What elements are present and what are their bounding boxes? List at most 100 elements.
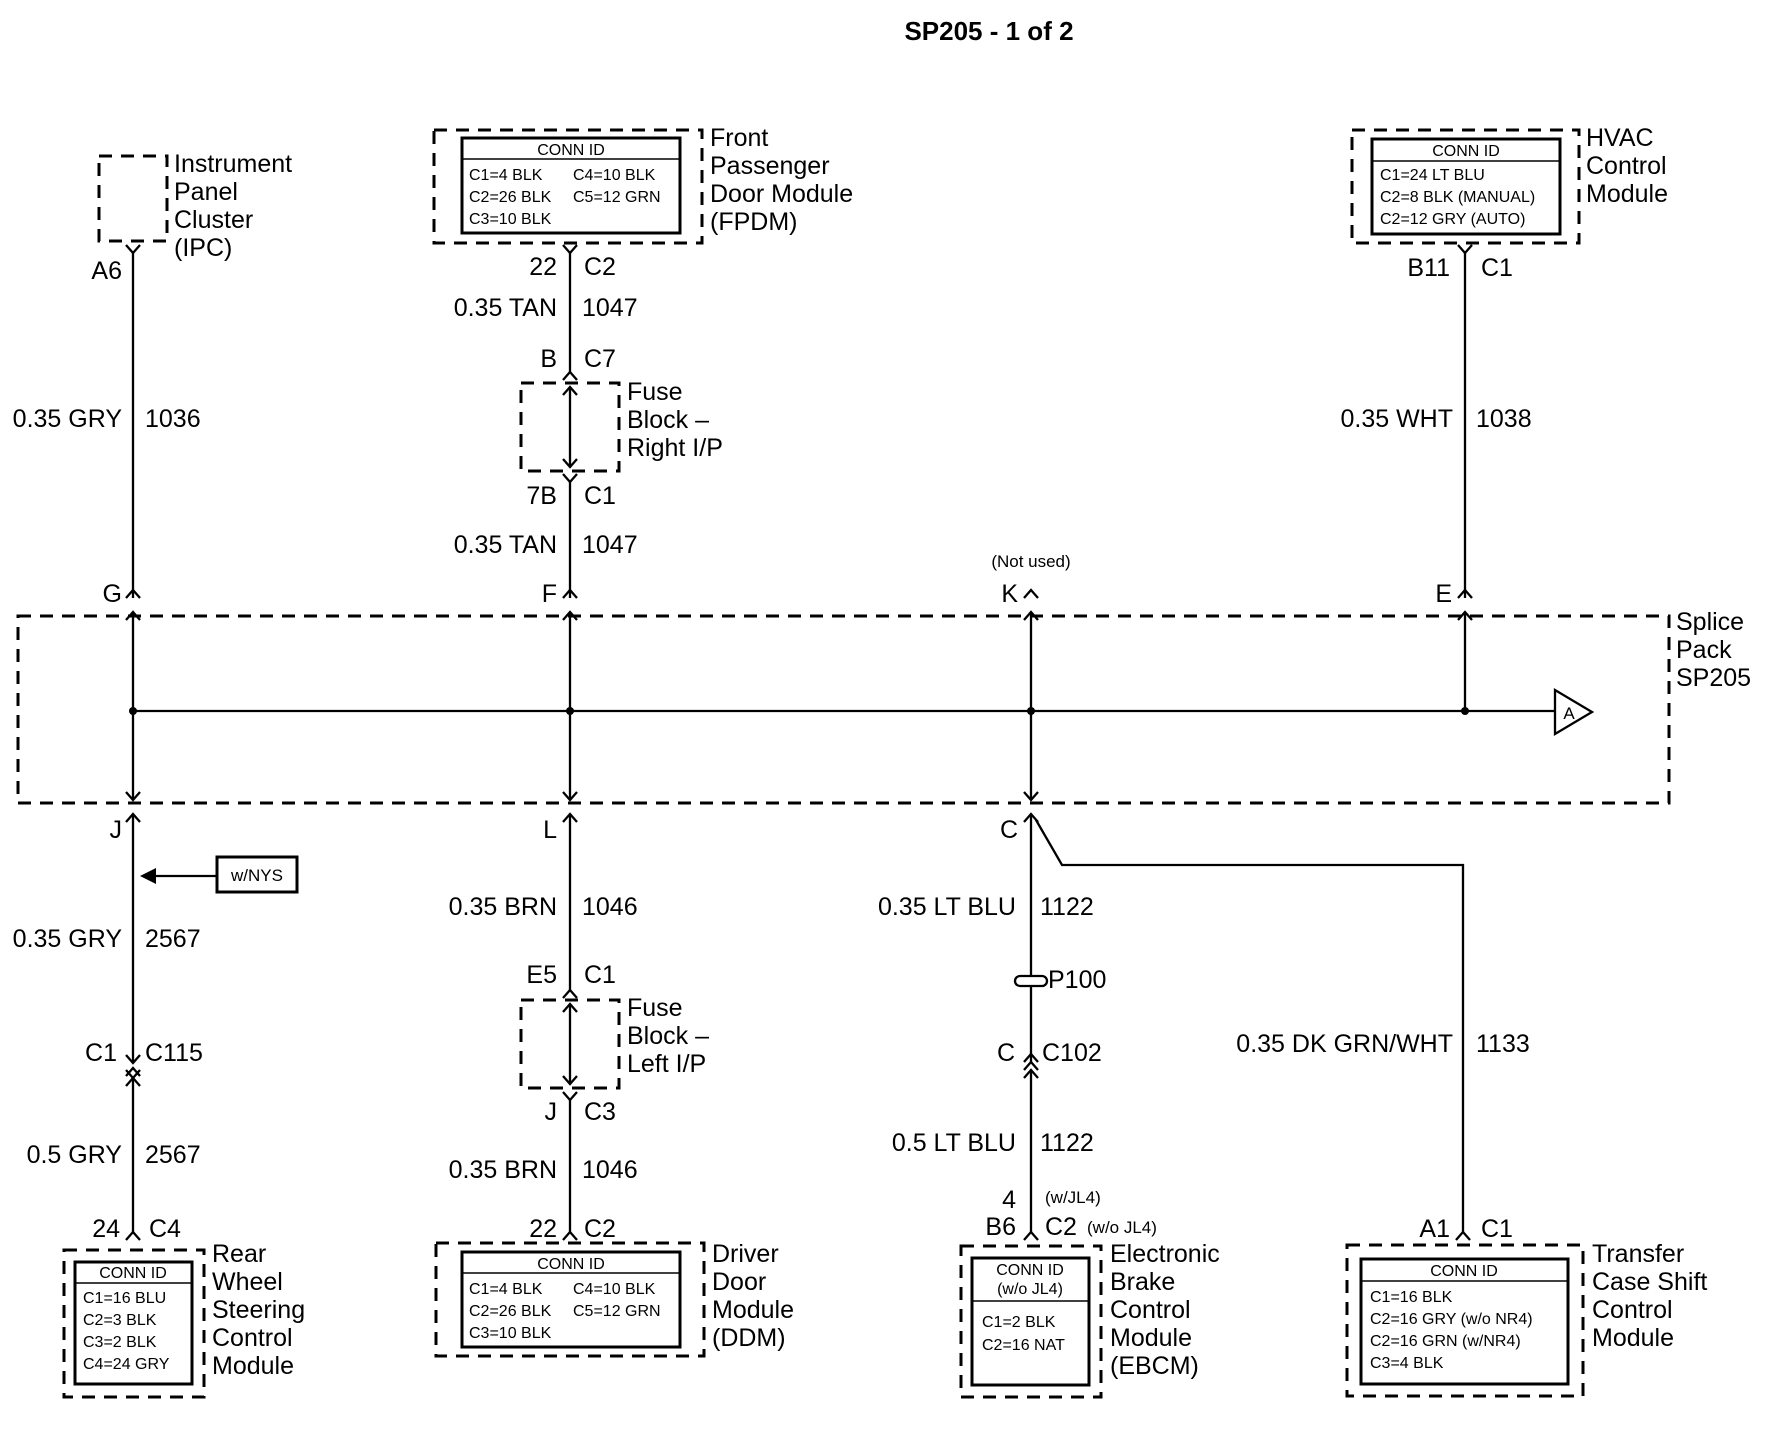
tcscm-label-1: Transfer	[1592, 1240, 1684, 1268]
fuse-block-left-ip: Fuse Block – Left I/P	[519, 994, 709, 1090]
ddm-fuse-in-conn: C1	[584, 961, 616, 989]
rwsc-label-4: Control	[212, 1324, 293, 1352]
ddm-conn-c2: C2=26 BLK	[469, 1303, 552, 1320]
rwsc-label-5: Module	[212, 1352, 294, 1380]
splice-pin-f: F	[542, 580, 557, 608]
ebcm-label-5: (EBCM)	[1110, 1352, 1199, 1380]
rwsc-conn-row-4: C4=24 GRY	[83, 1356, 170, 1373]
hvac-conn-row-3: C2=12 GRY (AUTO)	[1380, 211, 1525, 228]
ebcm-wire2-color: 0.5 LT BLU	[892, 1129, 1016, 1157]
hvac-control-module: CONN ID C1=24 LT BLU C2=8 BLK (MANUAL) C…	[1350, 124, 1668, 245]
instrument-panel-cluster: Instrument Panel Cluster (IPC)	[97, 150, 292, 262]
fuse-left-label-2: Block –	[627, 1022, 709, 1050]
rwsc-inline-conn: C115	[145, 1039, 203, 1067]
ebcm-connector: C2	[1045, 1213, 1077, 1241]
rwsc-wire1-color: 0.35 GRY	[13, 925, 123, 953]
ddm-conn-c3: C3=10 BLK	[469, 1325, 552, 1342]
ddm-conn-c4: C4=10 BLK	[573, 1281, 656, 1298]
hvac-circuit: 1038	[1476, 405, 1532, 433]
ebcm-conn-id-note: (w/o JL4)	[997, 1281, 1063, 1298]
ebcm-pin-a: 4	[1002, 1186, 1016, 1214]
wnys-label: w/NYS	[230, 866, 283, 885]
hvac-conn-row-1: C1=24 LT BLU	[1380, 167, 1485, 184]
ebcm-circuit1: 1122	[1040, 893, 1094, 921]
rwsc-connector: C4	[149, 1215, 181, 1243]
ipc-pin: A6	[91, 257, 122, 285]
ebcm-label-4: Module	[1110, 1324, 1192, 1352]
fpdm-pin: 22	[529, 253, 557, 281]
passthrough-p100-icon	[1013, 974, 1049, 988]
tcscm-conn-row-2: C2=16 GRY (w/o NR4)	[1370, 1311, 1533, 1328]
ipc-wire-color: 0.35 GRY	[13, 405, 123, 433]
rwsc-circuit1: 2567	[145, 925, 201, 953]
tcscm-wire-color: 0.35 DK GRN/WHT	[1236, 1030, 1453, 1058]
splice-pin-j: J	[110, 816, 123, 844]
electronic-brake-control-module: CONN ID (w/o JL4) C1=2 BLK C2=16 NAT Ele…	[959, 1240, 1220, 1399]
ipc-label-3: Cluster	[174, 206, 253, 234]
ddm-label-4: (DDM)	[712, 1324, 786, 1352]
ddm-fuse-in-pin: E5	[526, 961, 557, 989]
rwsc-label-1: Rear	[212, 1240, 266, 1268]
splice-pin-g: G	[103, 580, 122, 608]
ebcm-conn-row-2: C2=16 NAT	[982, 1337, 1065, 1354]
fpdm-conn-c2: C2=26 BLK	[469, 189, 552, 206]
hvac-pin: B11	[1407, 254, 1450, 282]
ebcm-conn-id-heading: CONN ID	[996, 1262, 1064, 1279]
fuse-right-label-2: Block –	[627, 406, 709, 434]
splice-pin-e: E	[1435, 580, 1452, 608]
arrow-left-icon	[140, 868, 156, 884]
fpdm-label-1: Front	[710, 124, 768, 152]
fpdm-circuit2: 1047	[582, 531, 638, 559]
rwsc-inline-pin: C1	[85, 1039, 117, 1067]
tcscm-pin: A1	[1419, 1215, 1450, 1243]
rwsc-conn-row-2: C2=3 BLK	[83, 1312, 157, 1329]
fpdm-conn-c3: C3=10 BLK	[469, 211, 552, 228]
ebcm-wire1-color: 0.35 LT BLU	[878, 893, 1016, 921]
hvac-label-1: HVAC	[1586, 124, 1654, 152]
fuse-block-right-ip: Fuse Block – Right I/P	[519, 378, 723, 473]
ebcm-conn-row-1: C1=2 BLK	[982, 1314, 1056, 1331]
rear-wheel-steering-control-module: CONN ID C1=16 BLU C2=3 BLK C3=2 BLK C4=2…	[62, 1240, 305, 1399]
ebcm-pin-b: B6	[985, 1213, 1016, 1241]
ddm-pin: 22	[529, 1215, 557, 1243]
hvac-conn-id-heading: CONN ID	[1432, 143, 1500, 160]
ddm-connector: C2	[584, 1215, 616, 1243]
fpdm-conn-c4: C4=10 BLK	[573, 167, 656, 184]
ipc-label-2: Panel	[174, 178, 238, 206]
fpdm-wire2-color: 0.35 TAN	[454, 531, 557, 559]
ddm-label-2: Door	[712, 1268, 766, 1296]
ebcm-inline-conn: C102	[1042, 1039, 1102, 1067]
wnys-option-note: w/NYS	[140, 855, 299, 894]
tcscm-circuit: 1133	[1476, 1030, 1530, 1058]
tcscm-conn-row-1: C1=16 BLK	[1370, 1289, 1453, 1306]
splice-pack-label-3: SP205	[1676, 664, 1751, 692]
hvac-label-3: Module	[1586, 180, 1668, 208]
fpdm-wire1-color: 0.35 TAN	[454, 294, 557, 322]
rwsc-circuit2: 2567	[145, 1141, 201, 1169]
offpage-connector-a-icon	[1553, 687, 1595, 737]
splice-pack-label-2: Pack	[1676, 636, 1732, 664]
fpdm-fuse-in-conn: C7	[584, 345, 616, 373]
ddm-label-3: Module	[712, 1296, 794, 1324]
fuse-right-label-3: Right I/P	[627, 434, 723, 462]
hvac-connector: C1	[1481, 254, 1513, 282]
front-passenger-door-module: CONN ID C1=4 BLK C4=10 BLK C2=26 BLK C5=…	[432, 124, 853, 245]
tcscm-label-3: Control	[1592, 1296, 1673, 1324]
ebcm-pin-a-note: (w/JL4)	[1045, 1188, 1101, 1207]
offpage-connector-label: A	[1563, 704, 1575, 723]
ebcm-label-1: Electronic	[1110, 1240, 1220, 1268]
driver-door-module: CONN ID C1=4 BLK C4=10 BLK C2=26 BLK C5=…	[434, 1240, 794, 1358]
ipc-label-1: Instrument	[174, 150, 292, 178]
ddm-wire2-color: 0.35 BRN	[449, 1156, 557, 1184]
fpdm-fuse-out-conn: C1	[584, 482, 616, 510]
fpdm-fuse-out-pin: 7B	[526, 482, 557, 510]
fpdm-connector: C2	[584, 253, 616, 281]
fpdm-label-3: Door Module	[710, 180, 853, 208]
ebcm-circuit2: 1122	[1040, 1129, 1094, 1157]
tcscm-connector: C1	[1481, 1215, 1513, 1243]
ddm-circuit1: 1046	[582, 893, 638, 921]
ddm-fuse-out-pin: J	[545, 1098, 558, 1126]
ebcm-inline-pin: C	[997, 1039, 1015, 1067]
ddm-fuse-out-conn: C3	[584, 1098, 616, 1126]
tcscm-conn-row-3: C2=16 GRN (w/NR4)	[1370, 1333, 1521, 1350]
